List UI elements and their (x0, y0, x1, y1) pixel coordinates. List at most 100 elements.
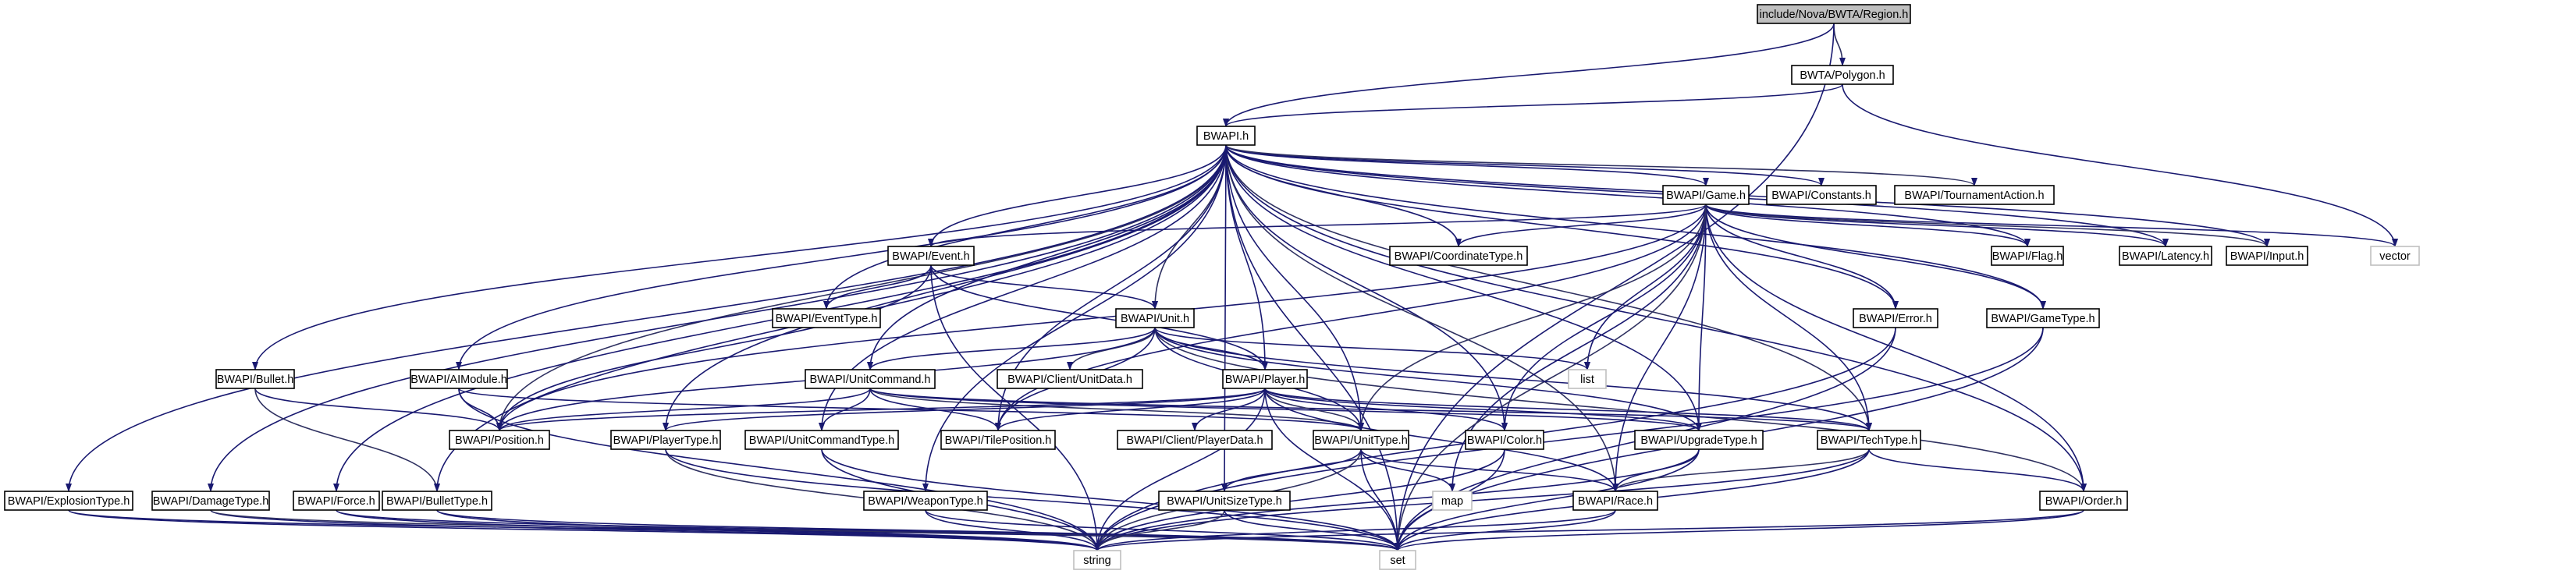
node-box (2226, 246, 2308, 266)
node-damagetype[interactable]: BWAPI/DamageType.h (151, 491, 270, 511)
node-label: BWAPI/Constants.h (1771, 190, 1871, 202)
node-eventtype[interactable]: BWAPI/EventType.h (772, 308, 881, 328)
node-label: BWAPI.h (1203, 130, 1249, 143)
node-color[interactable]: BWAPI/Color.h (1465, 430, 1544, 450)
node-label: BWAPI/Unit.h (1121, 313, 1189, 325)
edge-player-to-tileposition (995, 388, 1266, 431)
node-weapontype[interactable]: BWAPI/WeaponType.h (863, 491, 988, 511)
node-event[interactable]: BWAPI/Event.h (887, 246, 975, 266)
node-game[interactable]: BWAPI/Game.h (1662, 185, 1750, 205)
node-box (1379, 550, 1416, 570)
node-label: BWAPI/Player.h (1225, 374, 1306, 386)
node-box (940, 430, 1056, 450)
node-error[interactable]: BWAPI/Error.h (1853, 308, 1938, 328)
node-box (1222, 369, 1308, 389)
node-unitcommand[interactable]: BWAPI/UnitCommand.h (805, 369, 936, 389)
dependency-edge (1154, 327, 1872, 431)
edge-bullet-to-position (254, 388, 503, 431)
edge-unit-to-list (1154, 327, 1590, 370)
node-region[interactable]: include/Nova/BWTA/Region.h (1757, 4, 1911, 24)
node-vector: vector (2370, 246, 2420, 266)
node-label: set (1390, 555, 1405, 567)
node-clientplayerdata[interactable]: BWAPI/Client/PlayerData.h (1117, 430, 1273, 450)
edge-unit-to-techtype (1154, 327, 1872, 431)
node-gametype[interactable]: BWAPI/GameType.h (1986, 308, 2100, 328)
dependency-edge (1264, 388, 1508, 431)
node-flag[interactable]: BWAPI/Flag.h (1991, 246, 2064, 266)
dependency-edge (995, 388, 1266, 431)
node-box (772, 308, 881, 328)
dependency-edge (496, 204, 1707, 431)
dependency-edge (1705, 204, 1872, 431)
node-label: BWAPI/Bullet.h (217, 374, 294, 386)
dependency-edge (928, 204, 1707, 247)
edge-game-to-event (928, 204, 1707, 247)
dependency-edge (1612, 448, 1870, 492)
node-unittype[interactable]: BWAPI/UnitType.h (1313, 430, 1409, 450)
dependency-edge (1264, 388, 1618, 492)
node-set: set (1379, 550, 1416, 570)
node-bullettype[interactable]: BWAPI/BulletType.h (382, 491, 492, 511)
edge-player-to-position (496, 388, 1266, 431)
dependency-edge (1264, 388, 1702, 431)
dependency-edge (1705, 204, 2398, 247)
edge-bwapi-to-weapontype (922, 144, 1227, 492)
node-tournament[interactable]: BWAPI/TournamentAction.h (1894, 185, 2055, 205)
node-label: BWAPI/Error.h (1859, 313, 1932, 325)
edge-bwapi-to-techtype (1225, 144, 1872, 431)
node-unit[interactable]: BWAPI/Unit.h (1115, 308, 1195, 328)
dependency-edge (458, 388, 1364, 431)
node-order[interactable]: BWAPI/Order.h (2039, 491, 2128, 511)
edge-polygon-to-vector (1842, 83, 2398, 247)
dependency-edge (1154, 327, 1268, 370)
edge-game-to-upgradetype (1696, 204, 1707, 431)
node-coordtype[interactable]: BWAPI/CoordinateType.h (1389, 246, 1528, 266)
node-explosiontype[interactable]: BWAPI/ExplosionType.h (4, 491, 133, 511)
node-playertype[interactable]: BWAPI/PlayerType.h (610, 430, 721, 450)
edge-playertype-to-set (665, 448, 1401, 551)
dependency-edge (1264, 388, 1401, 551)
dependency-edge (1225, 144, 2087, 492)
dependency-edge (1221, 144, 1228, 492)
node-constants[interactable]: BWAPI/Constants.h (1766, 185, 1877, 205)
dependency-edge (1358, 204, 1707, 431)
node-box (1766, 185, 1877, 205)
node-input[interactable]: BWAPI/Input.h (2226, 246, 2308, 266)
edge-game-to-set (1395, 204, 1707, 551)
node-force[interactable]: BWAPI/Force.h (293, 491, 380, 511)
edge-game-to-unittype (1358, 204, 1707, 431)
node-position[interactable]: BWAPI/Position.h (449, 430, 550, 450)
node-label: BWAPI/TilePosition.h (945, 434, 1052, 447)
edge-unitsizetype-to-string (1094, 509, 1225, 551)
node-box (1465, 430, 1544, 450)
node-techtype[interactable]: BWAPI/TechType.h (1817, 430, 1921, 450)
node-race[interactable]: BWAPI/Race.h (1572, 491, 1658, 511)
dependency-edge (1152, 144, 1227, 310)
node-unitcommandtype[interactable]: BWAPI/UnitCommandType.h (744, 430, 899, 450)
edge-unitcommand-to-upgradetype (869, 388, 1702, 431)
node-tileposition[interactable]: BWAPI/TilePosition.h (940, 430, 1056, 450)
dependency-edge (496, 388, 871, 431)
dependency-edge (930, 264, 1268, 370)
node-latency[interactable]: BWAPI/Latency.h (2119, 246, 2212, 266)
node-box (1791, 65, 1894, 85)
dependency-edge (1225, 144, 1702, 431)
dependency-edge (1224, 509, 1401, 551)
node-bwapi[interactable]: BWAPI.h (1196, 126, 1256, 146)
node-unitsizetype[interactable]: BWAPI/UnitSizeType.h (1158, 491, 1291, 511)
edge-game-to-input (1705, 204, 2270, 247)
node-upgradetype[interactable]: BWAPI/UpgradeType.h (1634, 430, 1764, 450)
dependency-edge (458, 388, 1100, 551)
node-bullet[interactable]: BWAPI/Bullet.h (215, 369, 295, 389)
edge-bwapi-to-unittype (1225, 144, 1364, 431)
node-clientunitdata[interactable]: BWAPI/Client/UnitData.h (997, 369, 1143, 389)
node-polygon[interactable]: BWTA/Polygon.h (1791, 65, 1894, 85)
edge-game-to-coordtype (1455, 204, 1707, 247)
node-aimodule[interactable]: BWAPI/AIModule.h (410, 369, 508, 389)
node-player[interactable]: BWAPI/Player.h (1222, 369, 1308, 389)
edge-bwapi-to-event (928, 144, 1227, 247)
edge-game-to-list (1584, 204, 1707, 370)
node-box (1986, 308, 2100, 328)
edge-player-to-unittype (1264, 388, 1364, 431)
node-box (2370, 246, 2420, 266)
